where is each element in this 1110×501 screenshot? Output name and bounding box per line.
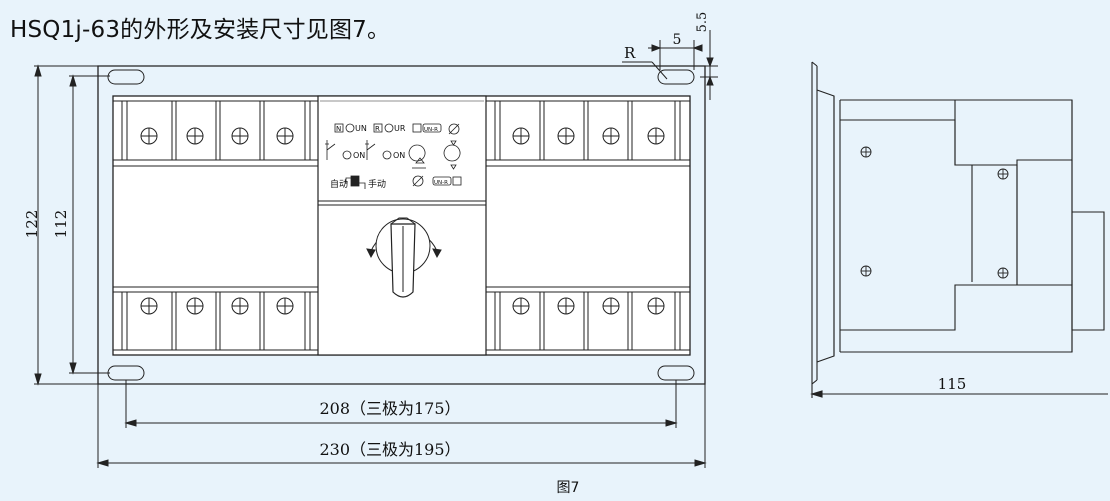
label-on-left: ON [353, 151, 365, 160]
mark-n: N [336, 125, 341, 133]
side-view [810, 61, 1108, 398]
figure-caption: 图7 [557, 480, 580, 496]
dim-radius: R [624, 44, 636, 62]
indicator-panel [325, 123, 462, 189]
page-heading: HSQ1j-63的外形及安装尺寸见图7。 [10, 17, 391, 43]
mounting-slot-top-left [107, 69, 145, 85]
front-view: N UN R UR UN-R ON ON 自动 手动 UN-R [34, 30, 718, 468]
dim-side-depth: 115 [938, 375, 967, 393]
side-screws [860, 146, 1009, 279]
label-ur: UR [394, 124, 406, 133]
label-unr-bottom: UN-R [434, 180, 448, 186]
rotary-handle [366, 217, 442, 298]
dim-overall-width: 230（三极为195） [319, 440, 460, 459]
label-on-right: ON [393, 151, 405, 160]
dim-mounting-width: 208（三极为175） [319, 399, 460, 418]
mounting-slot-top-right [657, 69, 695, 85]
label-auto: 自动 [330, 178, 348, 190]
label-unr-top: UN-R [424, 127, 438, 133]
label-manual: 手动 [368, 178, 386, 190]
terminal-dividers [121, 101, 681, 350]
dim-slot-width: 5 [673, 32, 682, 48]
terminal-screws [140, 127, 665, 315]
dim-overall-height: 122 [23, 210, 41, 239]
label-un: UN [355, 124, 367, 133]
dim-mounting-height: 112 [52, 210, 70, 239]
mark-r: R [375, 125, 380, 133]
dim-slot-offset: 5.5 [695, 12, 710, 33]
